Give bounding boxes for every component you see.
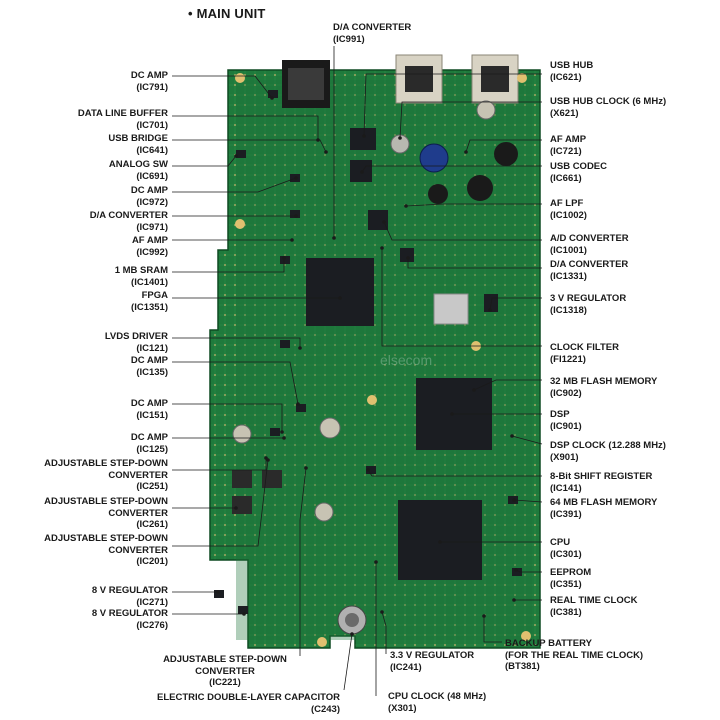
label-analog-sw: ANALOG SW(IC691) <box>108 159 168 182</box>
label-64mb-flash: 64 MB FLASH MEMORY(IC391) <box>550 497 658 520</box>
label-real-time-clock: REAL TIME CLOCK(IC381) <box>550 595 638 618</box>
label-af-amp-ic992: AF AMP(IC992) <box>131 235 168 258</box>
label-dsp: DSP(IC901) <box>550 409 582 432</box>
cpu-chip <box>398 500 482 580</box>
label-data-line-buffer: DATA LINE BUFFER(IC701) <box>77 108 168 131</box>
label-af-amp-ic721: AF AMP(IC721) <box>550 134 587 157</box>
label-da-converter-ic1331: D/A CONVERTER(IC1331) <box>550 259 629 282</box>
label-shift-register: 8-Bit SHIFT REGISTER(IC141) <box>550 471 653 494</box>
label-dc-amp-ic151: DC AMP(IC151) <box>130 398 168 421</box>
capacitor-blue <box>419 143 449 173</box>
label-ad-converter: A/D CONVERTER(IC1001) <box>550 233 629 256</box>
label-clock-filter: CLOCK FILTER(FI1221) <box>550 342 619 365</box>
usb-hub-chip <box>350 128 376 150</box>
adc-chip <box>368 210 388 230</box>
label-af-lpf: AF LPF(IC1002) <box>550 198 587 221</box>
label-33v-regulator: 3.3 V REGULATOR(IC241) <box>390 650 475 673</box>
fpga-chip <box>306 258 374 326</box>
label-cpu: CPU(IC301) <box>550 537 582 560</box>
label-usb-bridge: USB BRIDGE(IC641) <box>108 133 168 156</box>
jack-2 <box>471 54 519 104</box>
label-da-converter-ic971: D/A CONVERTER(IC971) <box>89 210 168 233</box>
label-dsp-clock: DSP CLOCK (12.288 MHz)(X901) <box>550 440 666 463</box>
pcb-inner-area <box>236 80 532 640</box>
label-backup-battery: BACKUP BATTERY(FOR THE REAL TIME CLOCK)(… <box>505 638 644 672</box>
label-usb-hub-clock: USB HUB CLOCK (6 MHz)(X621) <box>550 96 667 119</box>
label-dc-amp-ic791: DC AMP(IC791) <box>130 70 168 93</box>
label-8v-regulator-ic276: 8 V REGULATOR(IC276) <box>91 608 168 631</box>
label-sram: 1 MB SRAM(IC1401) <box>114 265 168 288</box>
label-fpga: FPGA(IC1351) <box>131 290 168 313</box>
label-usb-hub: USB HUB(IC621) <box>550 60 594 83</box>
watermark-text: elsecom <box>380 352 433 368</box>
label-3v-regulator: 3 V REGULATOR(IC1318) <box>550 293 627 316</box>
label-8v-regulator-ic271: 8 V REGULATOR(IC271) <box>91 585 168 608</box>
label-cpu-clock: CPU CLOCK (48 MHz)(X301) <box>388 691 487 714</box>
page-title: • MAIN UNIT <box>188 6 266 21</box>
regulator-heatsink <box>433 293 469 325</box>
label-da-converter-ic991: D/A CONVERTER(IC991) <box>333 22 412 45</box>
label-32mb-flash: 32 MB FLASH MEMORY(IC902) <box>550 376 658 399</box>
label-dc-amp-ic135: DC AMP(IC135) <box>130 355 168 378</box>
label-usb-codec: USB CODEC(IC661) <box>550 161 608 184</box>
label-edlc: ELECTRIC DOUBLE-LAYER CAPACITOR(C243) <box>157 692 340 715</box>
label-dc-amp-ic972: DC AMP(IC972) <box>130 185 168 208</box>
label-eeprom: EEPROM(IC351) <box>550 567 592 590</box>
label-dc-amp-ic125: DC AMP(IC125) <box>130 432 168 455</box>
label-lvds-driver: LVDS DRIVER(IC121) <box>104 331 168 354</box>
